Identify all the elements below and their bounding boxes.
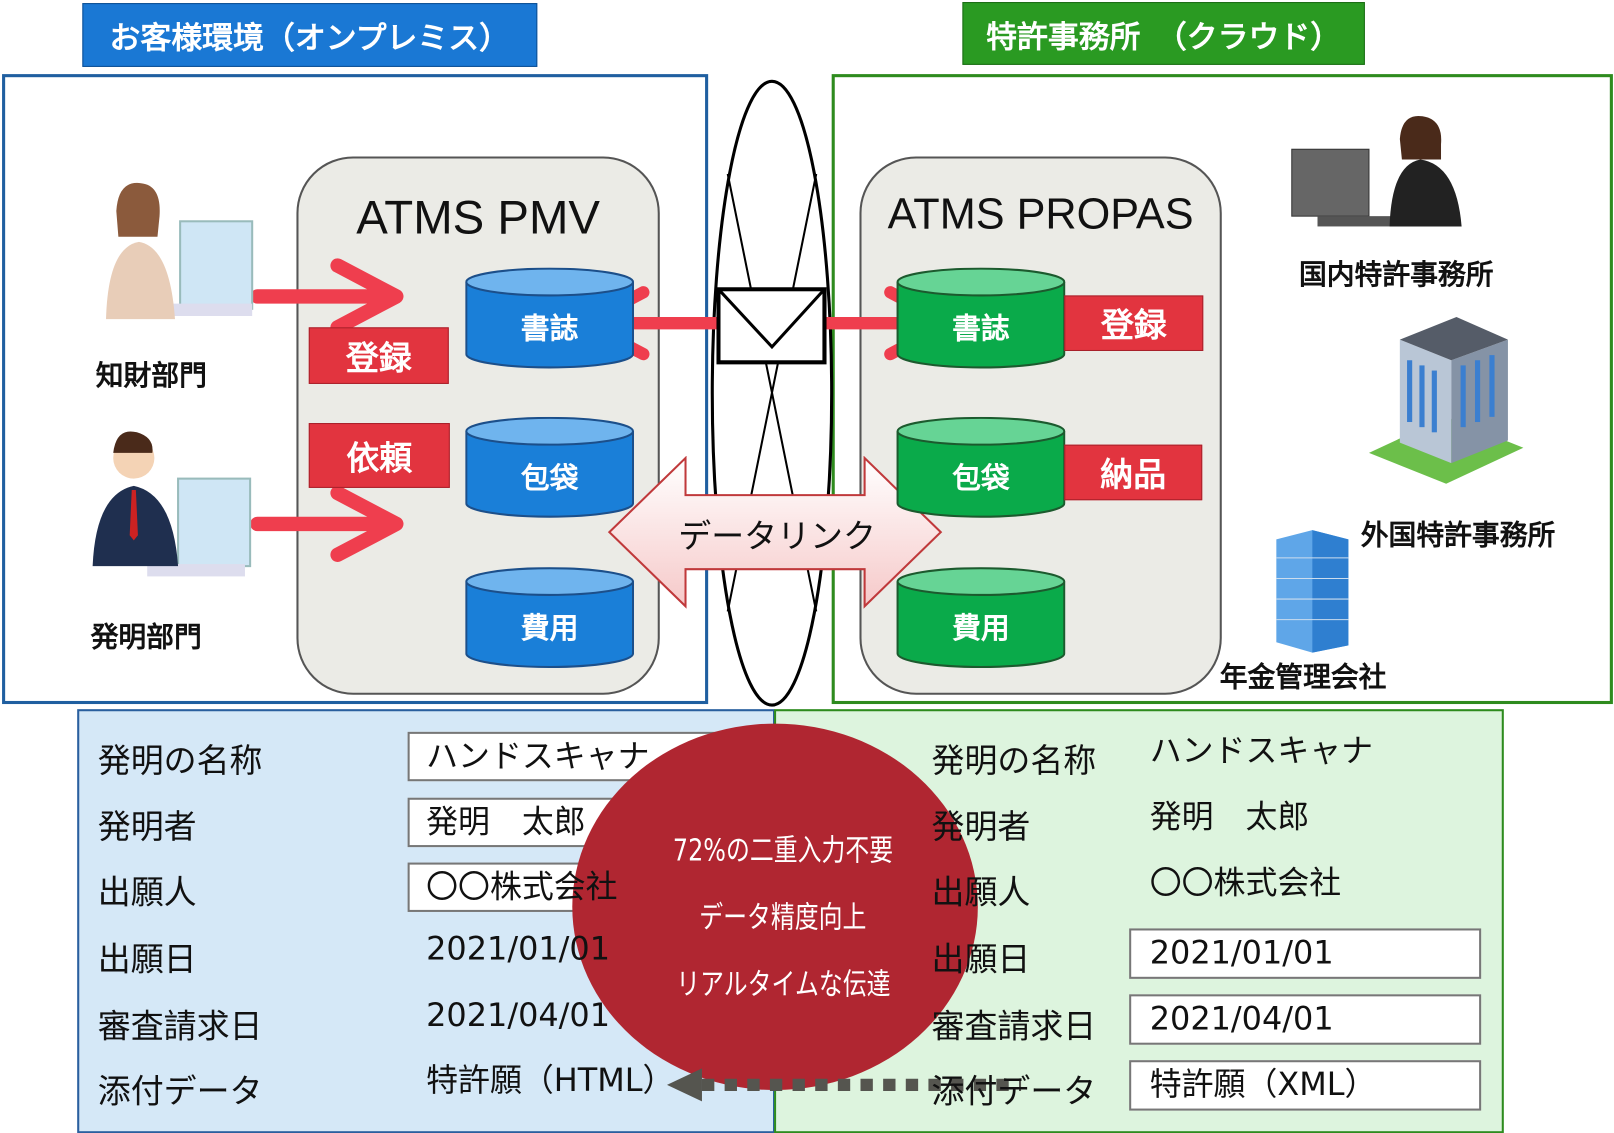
field-value-filing-date: 2021/01/01 [426,930,611,968]
propas-db-fees: 費用 [896,567,1066,669]
field-value-filing-date: 2021/01/01 [1129,928,1482,979]
db-label: 包袋 [520,461,579,496]
foreign-office-building-icon [1368,317,1524,484]
pmv-db-bibliographic: 書誌 [465,267,635,369]
field-label: 発明者 [97,806,197,847]
annuity-company-building-icon [1276,530,1349,653]
request-label: 依頼 [308,423,450,488]
field-label: 添付データ [97,1071,263,1111]
ip-department-label: 知財部門 [95,360,207,393]
propas-db-filewrapper: 包袋 [896,416,1066,518]
field-value-exam-date: 2021/04/01 [426,997,611,1035]
cloud-title: 特許事務所 （クラウド） [962,2,1365,65]
data-link-arrow [607,455,943,609]
field-value-attachment: 特許願（XML） [1129,1060,1482,1111]
field-label: 審査請求日 [931,1006,1097,1046]
benefits-circle: 72%の二重入力不要 データ精度向上 リアルタイムな伝達 [572,723,978,1091]
field-value-inventor: 発明 太郎 [426,803,586,841]
deliver-label: 納品 [1064,444,1203,501]
field-label: 出願人 [97,872,197,912]
db-label: 書誌 [952,311,1010,346]
network-ellipse-icon [710,79,834,707]
onpremise-frame [2,74,709,705]
field-label: 発明者 [931,806,1031,847]
attachment-conversion-arrow-icon [666,1068,1022,1102]
register-label-right: 登録 [1064,295,1204,351]
ip-department-person-icon [106,182,254,320]
field-value-title: ハンドスキャナ [426,738,650,776]
invention-department-label: 発明部門 [90,621,202,654]
domestic-office-person-icon [1291,115,1462,227]
foreign-office-label: 外国特許事務所 [1360,519,1556,552]
field-value-applicant: 〇〇株式会社 [1149,864,1342,902]
field-label: 出願人 [931,872,1031,912]
field-value-attachment: 特許願（HTML） [426,1062,675,1100]
pmv-db-fees: 費用 [465,567,635,669]
db-label: 包袋 [952,461,1010,496]
cloud-frame [831,74,1613,705]
invention-department-person-icon [92,431,252,577]
benefit-2: データ精度向上 [699,899,867,935]
benefit-3: リアルタイムな伝達 [676,966,891,1002]
field-label: 出願日 [97,939,197,979]
onpremise-title: お客様環境（オンプレミス） [82,3,538,67]
data-link-label: データリンク [678,516,876,556]
atms-propas-title: ATMS PROPAS [887,189,1194,238]
field-label: 添付データ [931,1071,1097,1111]
register-label-left: 登録 [308,327,449,384]
field-value-applicant: 〇〇株式会社 [426,868,618,906]
field-label: 審査請求日 [97,1006,263,1046]
envelope-icon [716,287,827,365]
field-label: 出願日 [931,939,1031,979]
field-label: 発明の名称 [931,741,1097,781]
pmv-db-filewrapper: 包袋 [465,416,635,518]
field-label: 発明の名称 [97,741,263,781]
atms-pmv-title: ATMS PMV [356,190,600,244]
db-label: 費用 [952,611,1010,646]
field-value-title: ハンドスキャナ [1149,732,1374,770]
field-value-inventor: 発明 太郎 [1149,798,1310,836]
propas-db-bibliographic: 書誌 [896,267,1066,369]
db-label: 費用 [520,611,579,646]
db-label: 書誌 [520,311,579,346]
annuity-company-label: 年金管理会社 [1219,661,1387,694]
domestic-office-label: 国内特許事務所 [1298,259,1494,292]
benefit-1: 72%の二重入力不要 [673,832,894,868]
field-value-exam-date: 2021/04/01 [1129,994,1482,1045]
